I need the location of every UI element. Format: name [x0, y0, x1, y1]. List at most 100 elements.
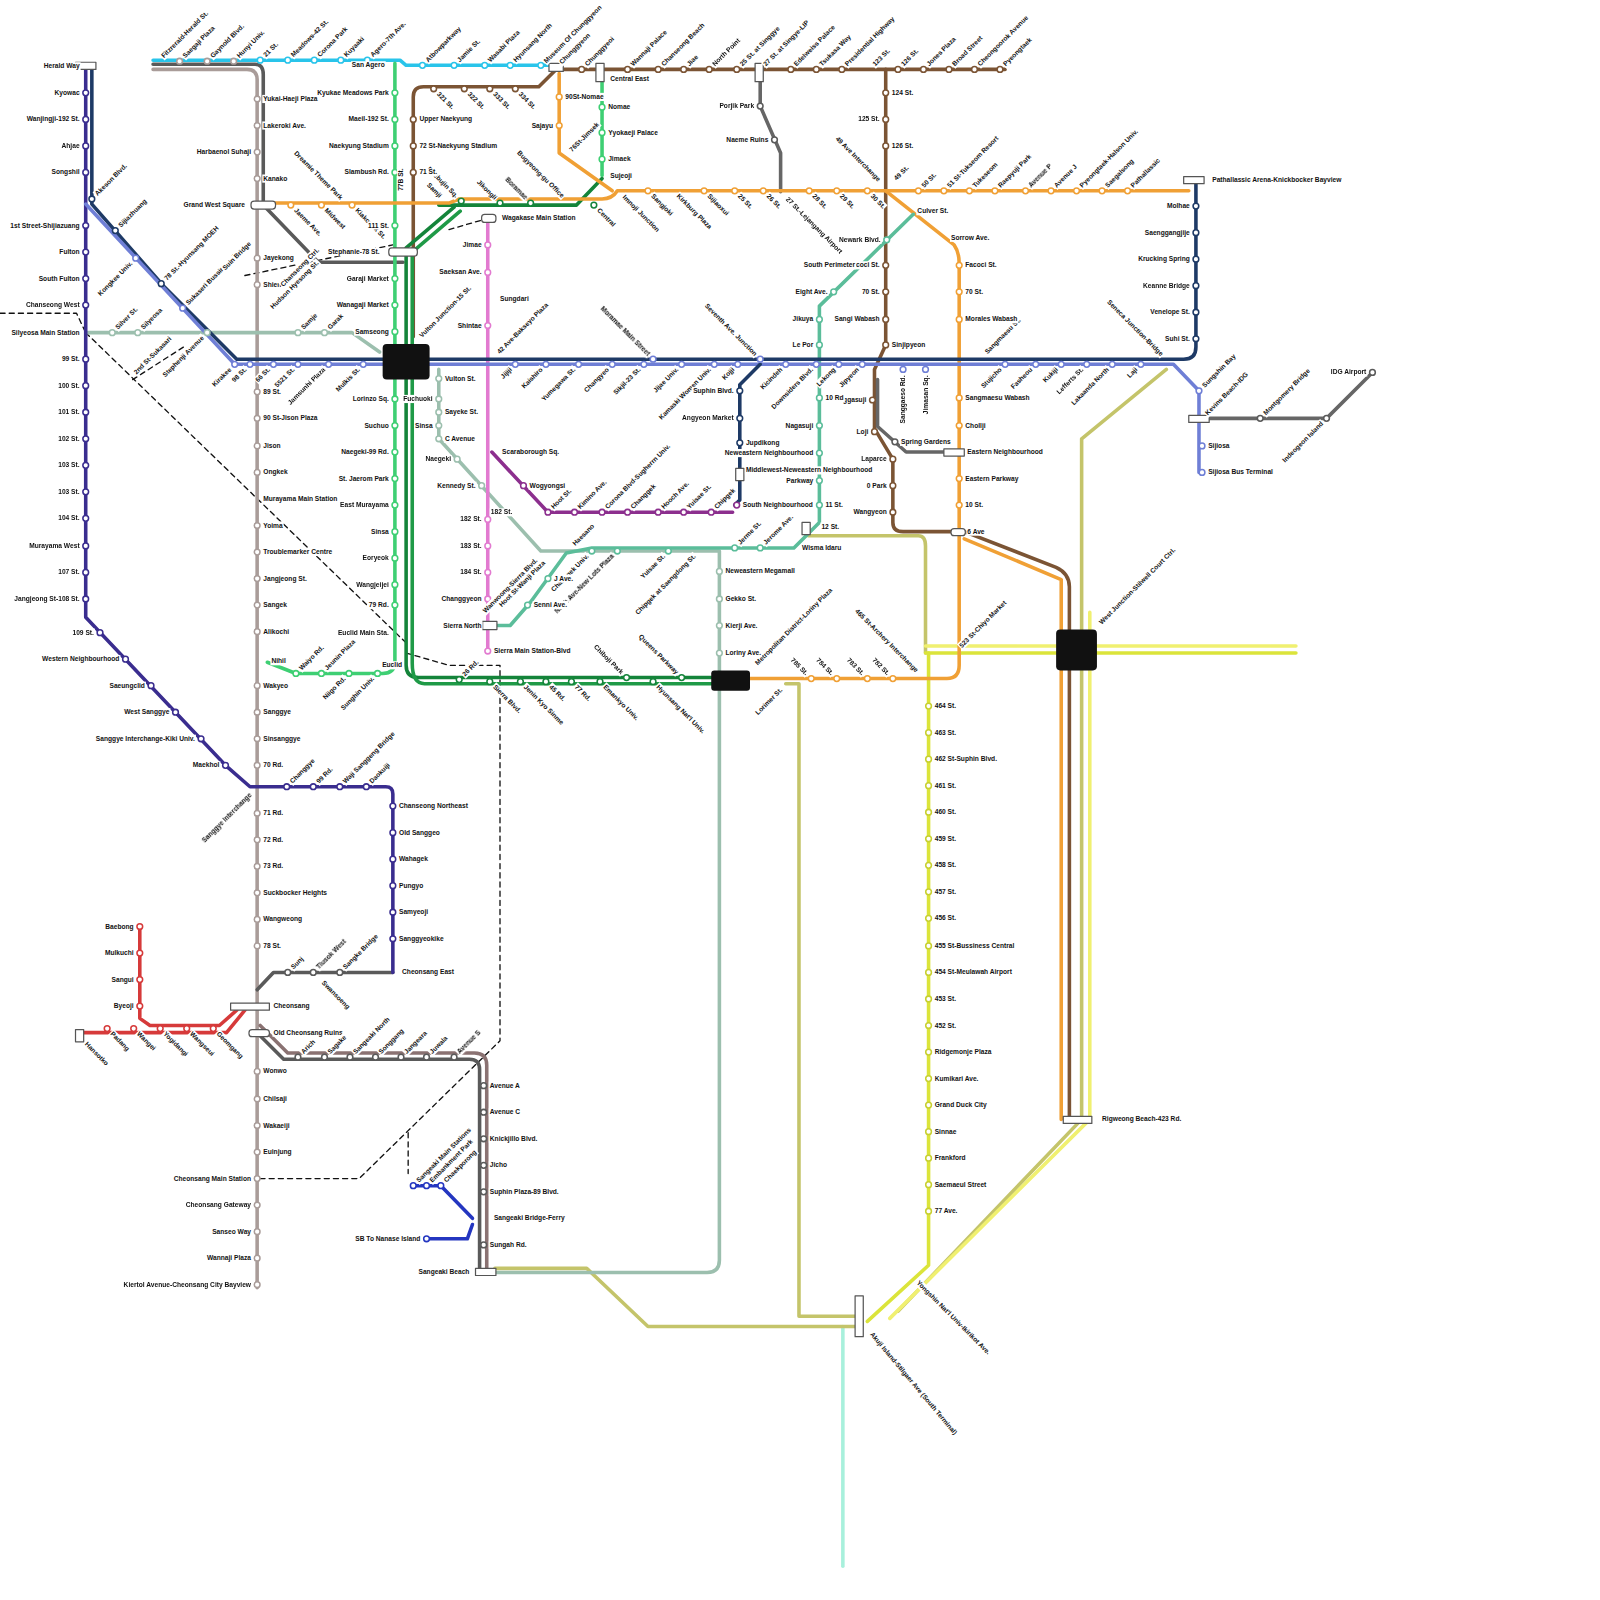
station-dot	[390, 856, 396, 862]
station-dot	[254, 890, 260, 896]
station-dot	[831, 289, 837, 295]
station-label: Saeungclid	[108, 682, 145, 690]
station-label: 459 St.	[934, 835, 957, 843]
station-label: Eastern Neighbourhood	[966, 448, 1044, 456]
station-dot	[254, 762, 260, 768]
station-label: Jimasan Sq.	[921, 374, 929, 415]
station-dot	[1125, 188, 1131, 194]
station-label: Laji	[1125, 365, 1140, 380]
station-dot	[326, 361, 332, 367]
station-dot	[1058, 361, 1064, 367]
station-dot	[424, 1183, 430, 1189]
station-label: Wagakase Main Station	[501, 214, 577, 222]
station-dot	[650, 356, 656, 362]
station-label: 103 St.	[57, 488, 80, 496]
station-label: Sujeoji	[609, 171, 633, 179]
station-label: IDG Airport	[1330, 368, 1368, 376]
station-label: Lorinzo Sq.	[352, 395, 390, 403]
station-label: Mulkis St.	[333, 365, 362, 394]
station-label: Jangjeong St.	[262, 574, 308, 582]
station-dot	[481, 1136, 487, 1142]
station-label: Wangjeijei	[355, 581, 390, 589]
station-label: Wakyeo	[262, 682, 289, 690]
station-label: Chanseong Northeast	[398, 802, 469, 810]
station-dot	[410, 1183, 416, 1189]
station-dot	[1196, 388, 1202, 394]
station-dot	[254, 576, 260, 582]
station-label: 25 St.	[735, 192, 755, 212]
station-label: 111 St.	[367, 221, 390, 229]
station-label: Chanseong West	[25, 301, 81, 309]
station-label: Old Cheonsang Ruins	[272, 1029, 343, 1037]
station-label: Middlewest-Neweastern Neighbourhood	[745, 466, 873, 474]
station-label: Alikochi	[262, 628, 290, 636]
station-label: Rigweong Beach-423 Rd.	[1101, 1115, 1182, 1123]
station-dot	[254, 709, 260, 715]
station-label: Cheonsang East	[401, 968, 455, 976]
station-dot	[123, 656, 129, 662]
station-dot	[438, 1183, 444, 1189]
station-label: Waiyo Rd.	[297, 643, 327, 673]
station-dot	[254, 1123, 260, 1129]
station-label: 784 St.	[814, 656, 836, 678]
station-dot	[926, 996, 932, 1002]
station-dot	[137, 1003, 143, 1009]
station-dot	[708, 509, 714, 515]
station-label: Jimae	[462, 241, 483, 249]
station-dot	[390, 936, 396, 942]
station-dot	[1324, 416, 1330, 422]
station-dot	[836, 361, 842, 367]
station-label: 99 Rd.	[314, 765, 335, 786]
station-dot	[456, 677, 462, 683]
station-label: 126 St.	[899, 46, 921, 68]
station-dot	[285, 970, 291, 976]
station-dot	[254, 389, 260, 395]
station-label: 89 St.	[262, 388, 282, 396]
station-dot	[392, 302, 398, 308]
station-dot	[883, 342, 889, 348]
station-label: Jijae Univ.	[651, 365, 681, 395]
station-label: Presidential Highway	[843, 14, 897, 68]
station-label: Sierra Main Station-Blvd	[493, 647, 572, 655]
station-label: Shintae	[457, 321, 483, 329]
station-dot	[597, 679, 603, 685]
station-label: 6 Ave	[966, 528, 985, 536]
station-dot	[184, 1026, 190, 1032]
station-dot	[83, 543, 89, 549]
station-dot	[870, 397, 876, 403]
station-label: Yongshin Nat'l Univ-Ikirikot Ave.	[914, 1278, 993, 1357]
station-label: Chipgek	[712, 486, 738, 512]
station-dot	[373, 1054, 379, 1060]
station-label: Saeksan Ave.	[438, 268, 482, 276]
station-label: 452 St.	[934, 1021, 957, 1029]
station-label: Changgye	[287, 756, 317, 786]
station-dot	[992, 188, 998, 194]
station-dot	[864, 188, 870, 194]
station-dot	[923, 367, 929, 373]
station-dot	[926, 889, 932, 895]
station-dot	[392, 529, 398, 535]
station-dot	[859, 361, 865, 367]
station-dot	[83, 383, 89, 389]
station-dot	[624, 675, 630, 681]
station-dot	[481, 1109, 487, 1115]
station-dot	[890, 456, 896, 462]
station-label: Nomae	[607, 103, 631, 111]
station-label: Frankford	[934, 1154, 967, 1162]
station-dot	[137, 977, 143, 983]
station-dot	[204, 58, 210, 64]
station-label: 782 St.	[870, 656, 892, 678]
station-label: Wangyeon	[852, 508, 887, 516]
station-dot	[926, 1155, 932, 1161]
station-dot	[512, 86, 518, 92]
station-label: 77B St.	[397, 167, 405, 192]
station-label: Cheonsang	[272, 1002, 310, 1010]
station-label: 70 St.	[964, 288, 984, 296]
station-dot	[158, 281, 164, 287]
station-label: Samseong	[354, 328, 390, 336]
station-label: Vulton Junction-15 St.	[417, 284, 474, 341]
station-label: 102 St.	[57, 435, 80, 443]
station-dot	[254, 1176, 260, 1182]
station-dot	[926, 1049, 932, 1055]
station-dot	[839, 67, 845, 73]
